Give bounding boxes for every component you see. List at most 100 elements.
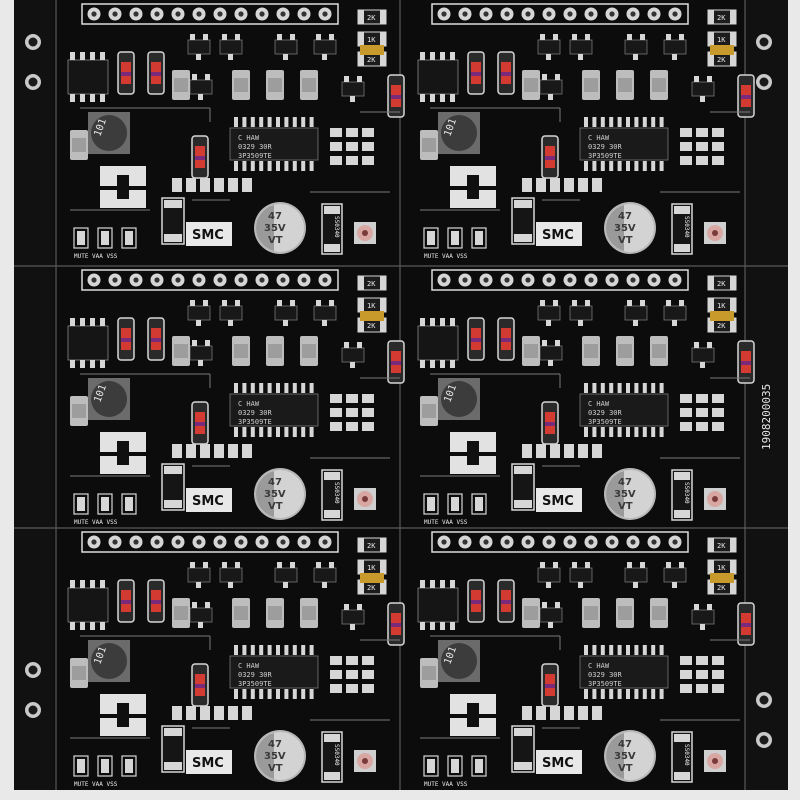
resistor-code: 2K: [717, 542, 726, 550]
ic-pin: [600, 427, 605, 437]
capacitor-series: VT: [618, 235, 633, 246]
melf-diode-stripe: [741, 623, 751, 627]
ic-pin: [617, 645, 622, 655]
melf-diode-stripe: [391, 623, 401, 627]
ic-body: [229, 127, 319, 161]
ss-diode-pad: [324, 206, 340, 214]
small-pad: [346, 156, 358, 165]
sot23-body: [341, 609, 365, 625]
small-pad: [362, 128, 374, 137]
small-pad: [712, 656, 724, 665]
sot23-pin: [542, 602, 547, 608]
resistor-code: 2K: [367, 542, 376, 550]
sot23-body: [274, 567, 298, 583]
ic-pin: [234, 427, 238, 437]
ss-diode: [321, 203, 343, 255]
melf-diode-stripe: [471, 600, 481, 604]
sot23-pin: [553, 34, 558, 40]
ic-pin: [309, 689, 314, 699]
chip-capacitor-body: [422, 666, 436, 680]
sma-diode: [161, 463, 185, 511]
sot23-pin: [203, 562, 208, 568]
capacitor-stripe: [606, 733, 624, 779]
sot23-body: [537, 567, 561, 583]
ic-pin: [626, 383, 630, 393]
sma-diode-pad: [164, 200, 182, 208]
sma-diode: [511, 725, 535, 773]
sot23-pin: [548, 94, 553, 100]
ic-pin: [651, 645, 656, 655]
small-pad: [330, 142, 342, 151]
melf-diode-stripe: [741, 361, 751, 365]
ic-pin: [284, 689, 289, 699]
ss-diode-code: SS0340: [333, 744, 340, 766]
ic-body: [229, 655, 319, 689]
header-hole: [588, 277, 594, 283]
test-pad: [101, 497, 109, 511]
sot23-pin: [553, 300, 558, 306]
soic8-pin: [440, 622, 445, 630]
diode-gap: [467, 441, 479, 465]
array-pad: [578, 706, 588, 720]
ic-pin: [642, 427, 647, 437]
ic-pin: [250, 689, 255, 699]
test-pad: [77, 231, 85, 245]
resistor-pad: [708, 538, 714, 552]
ss-diode-pad: [324, 510, 340, 518]
small-pad: [330, 656, 342, 665]
resistor-pad: [708, 10, 714, 24]
soic8-pin: [440, 580, 445, 588]
sot23-pin: [633, 582, 638, 588]
test-pad-outline: [447, 493, 463, 515]
ic-body: [229, 393, 319, 427]
ic-pin: [651, 161, 656, 171]
chip-capacitor-body: [618, 606, 632, 620]
mounting-hole: [759, 695, 769, 705]
ic-pin: [592, 117, 597, 127]
ss-diode: [321, 731, 343, 783]
soic8-pin: [70, 52, 75, 60]
array-pad: [214, 178, 224, 192]
inductor-body: [441, 643, 477, 679]
ic-pin: [634, 689, 639, 699]
header-hole: [567, 277, 573, 283]
ic-pin: [292, 645, 297, 655]
array-pad: [592, 444, 602, 458]
small-pad: [346, 656, 358, 665]
resistor-pad: [380, 10, 386, 24]
array-pad: [578, 444, 588, 458]
sot23-body: [624, 305, 648, 321]
array-pad: [228, 178, 238, 192]
sot23-pin: [228, 582, 233, 588]
sot23-body: [691, 81, 715, 97]
small-pad: [712, 670, 724, 679]
sot23-pin: [190, 300, 195, 306]
diode-gap: [117, 703, 129, 727]
sot23-pin: [222, 300, 227, 306]
trimmer-screw: [712, 758, 718, 764]
small-pad: [696, 394, 708, 403]
soic8-pin: [90, 318, 95, 326]
pin-label: MUTE VAA VSS: [424, 781, 468, 788]
header-hole: [322, 539, 328, 545]
sot23-pin: [585, 300, 590, 306]
ic-marking: 3P3509TE: [238, 680, 272, 688]
sot23-pin: [350, 624, 355, 630]
ic-pin: [600, 383, 605, 393]
header-hole: [238, 277, 244, 283]
sot23-pin: [707, 342, 712, 348]
sot23-pin: [192, 74, 197, 80]
sot23-pin: [546, 320, 551, 326]
header-hole: [567, 11, 573, 17]
sot23-pin: [322, 320, 327, 326]
mounting-hole: [28, 705, 38, 715]
array-pad: [242, 706, 252, 720]
header-hole: [630, 11, 636, 17]
small-pad: [346, 670, 358, 679]
trimmer-screw: [362, 230, 368, 236]
sot23-pin: [222, 34, 227, 40]
resistor-pad: [730, 560, 736, 574]
chip-capacitor-body: [72, 138, 86, 152]
